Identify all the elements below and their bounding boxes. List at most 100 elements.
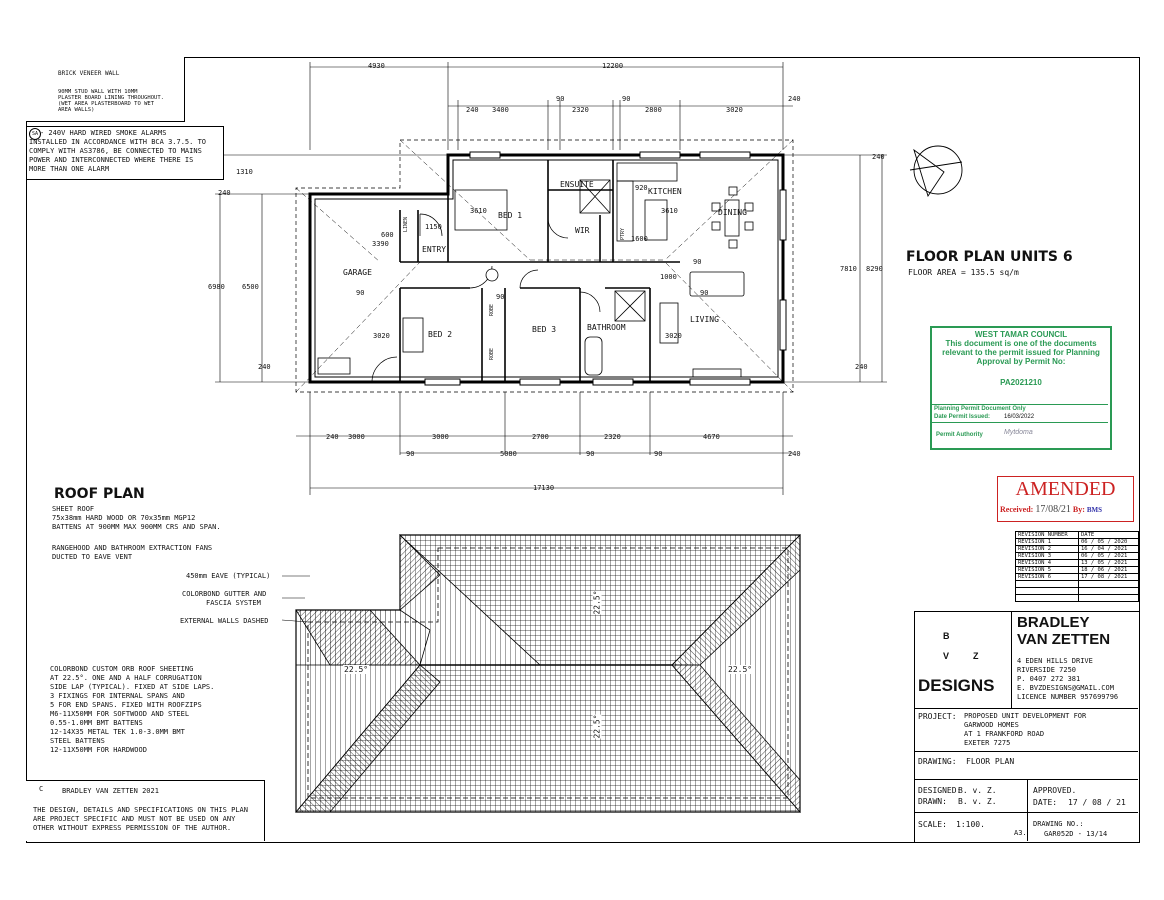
copyright-symbol: C	[39, 785, 44, 793]
sheeting-line: 0.55-1.0mm BMT BATTENS	[50, 719, 143, 727]
sheeting-line: 3 FIXINGS FOR INTERNAL SPANS AND	[50, 692, 185, 700]
room-label-ptry: PTRY	[620, 227, 626, 240]
copyright-text: THE DESIGN, DETAILS AND SPECIFICATIONS O…	[33, 806, 248, 814]
copyright-text: ARE PROJECT SPECIFIC AND MUST NOT BE USE…	[33, 815, 236, 823]
room-label-kitchen: KITCHEN	[648, 187, 682, 196]
dim-label: 7810	[840, 265, 857, 273]
dim-label: 1310	[236, 168, 253, 176]
address-line: E. BVZDESIGNS@GMAIL.COM	[1017, 684, 1114, 692]
by-value: BMS	[1086, 506, 1103, 514]
dim-label: 4670	[703, 433, 720, 441]
room-label-bed3: BED 3	[532, 325, 557, 334]
dim-label: 90	[356, 289, 365, 297]
table-header: DATE	[1078, 531, 1139, 539]
amended-title: AMENDED	[1015, 478, 1116, 500]
dim-label: 240	[326, 433, 339, 441]
roof-plan-title: ROOF PLAN	[54, 486, 145, 502]
sheet-size: A3.	[1014, 829, 1027, 837]
council-line: Approval by Permit No:	[976, 357, 1066, 366]
smoke-note-line: MORE THAN ONE ALARM	[29, 165, 110, 173]
dim-label: 920	[635, 184, 648, 192]
council-line: This document is one of the documents	[945, 339, 1097, 348]
floor-plan-title: FLOOR PLAN UNITS 6	[906, 249, 1073, 265]
address-line: LICENCE NUMBER 957699796	[1017, 693, 1119, 701]
amended-stamp: AMENDED Received: 17/08/21 By: BMS	[997, 476, 1134, 522]
room-label-robe: ROBE	[489, 303, 495, 316]
smoke-note-line: COMPLY WITH AS3786, BE CONNECTED TO MAIN…	[29, 147, 202, 155]
drawing-border	[26, 57, 1140, 843]
room-label-living: LIVING	[690, 315, 719, 324]
dim-label: 3000	[432, 433, 449, 441]
roof-fans-line: RANGEHOOD AND BATHROOM EXTRACTION FANS	[52, 544, 213, 552]
dim-label: 3400	[492, 106, 509, 114]
logo-letter: V	[943, 651, 950, 661]
dim-label: 240	[872, 153, 885, 161]
gutter-note: COLORBOND GUTTER AND	[182, 590, 267, 598]
dim-label: 240	[788, 95, 801, 103]
dim-label: 3390	[372, 240, 389, 248]
sheeting-line: SIDE LAP (TYPICAL). FIXED AT SIDE LAPS.	[50, 683, 215, 691]
logo-text: DESIGNS	[918, 676, 995, 695]
project-line: PROPOSED UNIT DEVELOPMENT FOR	[964, 712, 1087, 720]
date-value: 17 / 08 / 21	[1068, 798, 1126, 807]
company-name: BRADLEY VAN ZETTEN	[1017, 614, 1111, 648]
room-label-bed1: BED 1	[498, 211, 523, 220]
roof-spec-line: SHEET ROOF	[52, 505, 95, 513]
sheeting-line: 5 FOR END SPANS. FIXED WITH ROOFZIPS	[50, 701, 202, 709]
smoke-note-line: POWER AND INTERCONNECTED WHERE THERE IS	[29, 156, 194, 164]
dim-label: 90	[654, 450, 663, 458]
sheeting-line: AT 22.5°. ONE AND A HALF CORRUGATION	[50, 674, 202, 682]
scale-label: SCALE:	[918, 820, 947, 829]
eave-note: 450mm EAVE (TYPICAL)	[186, 572, 271, 580]
sheeting-line: 12-11x50mm FOR HARDWOOD	[50, 746, 147, 754]
smoke-note-line: INSTALLED IN ACCORDANCE WITH BCA 3.7.5. …	[29, 138, 207, 146]
dim-label: 2800	[645, 106, 662, 114]
dim-label: 2320	[604, 433, 621, 441]
room-label-linen: LINEN	[403, 216, 409, 232]
floor-area: FLOOR AREA = 135.5 sq/m	[908, 268, 1019, 277]
permit-date-value: 16/03/2022	[1004, 414, 1035, 420]
designed-label: DESIGNED:	[918, 786, 962, 795]
address-line: P. 0407 272 381	[1017, 675, 1081, 683]
table-row	[1015, 594, 1139, 602]
address-line: 4 EDEN HILLS DRIVE	[1017, 657, 1093, 665]
received-label: Received:	[1000, 505, 1034, 514]
roof-plan	[295, 534, 801, 814]
roof-fans-line: DUCTED TO EAVE VENT	[52, 553, 133, 561]
dim-label: 4930	[368, 62, 385, 70]
drawn-label: DRAWN:	[918, 797, 947, 806]
gutter-note: FASCIA SYSTEM	[206, 599, 261, 607]
roof-outline-dashed	[295, 139, 794, 393]
drawing-no-label: DRAWING No.:	[1033, 820, 1084, 828]
project-line: GARWOOD HOMES	[964, 721, 1019, 729]
copyright-line: BRADLEY VAN ZETTEN 2021	[62, 787, 159, 795]
permit-doc-only: Planning Permit Document Only	[934, 406, 1026, 412]
roof-spec-line: 75x38mm HARD WOOD OR 70x35mm MGP12	[52, 514, 196, 522]
table-header-row: REVISION NUMBER DATE	[1015, 531, 1139, 539]
table-row	[1015, 580, 1139, 588]
dim-label: 90	[496, 293, 505, 301]
dim-label: 90	[586, 450, 595, 458]
smoke-note-line: - 240V HARD WIRED SMOKE ALARMS	[40, 129, 167, 137]
project-label: PROJECT:	[918, 712, 957, 721]
legend-brick-label: BRICK VENEER WALL	[58, 70, 120, 77]
address-line: RIVERSIDE 7250	[1017, 666, 1077, 674]
sheeting-line: STEEL BATTENS	[50, 737, 105, 745]
pitch-label: 22.5°	[592, 714, 602, 739]
dim-label: 8290	[866, 265, 883, 273]
dim-label: 6980	[208, 283, 225, 291]
sheeting-line: 12-14x35 METAL TEK 1.0-3.0mm BMT	[50, 728, 185, 736]
table-row	[1015, 587, 1139, 595]
title-block	[914, 611, 1139, 842]
dim-label: 240	[788, 450, 801, 458]
smoke-alarm-symbol: SA	[29, 128, 41, 140]
scale-value: 1:100.	[956, 820, 985, 829]
pitch-label: 22.5°	[727, 665, 754, 674]
dim-label: 3020	[373, 332, 390, 340]
copyright-box	[26, 780, 265, 841]
